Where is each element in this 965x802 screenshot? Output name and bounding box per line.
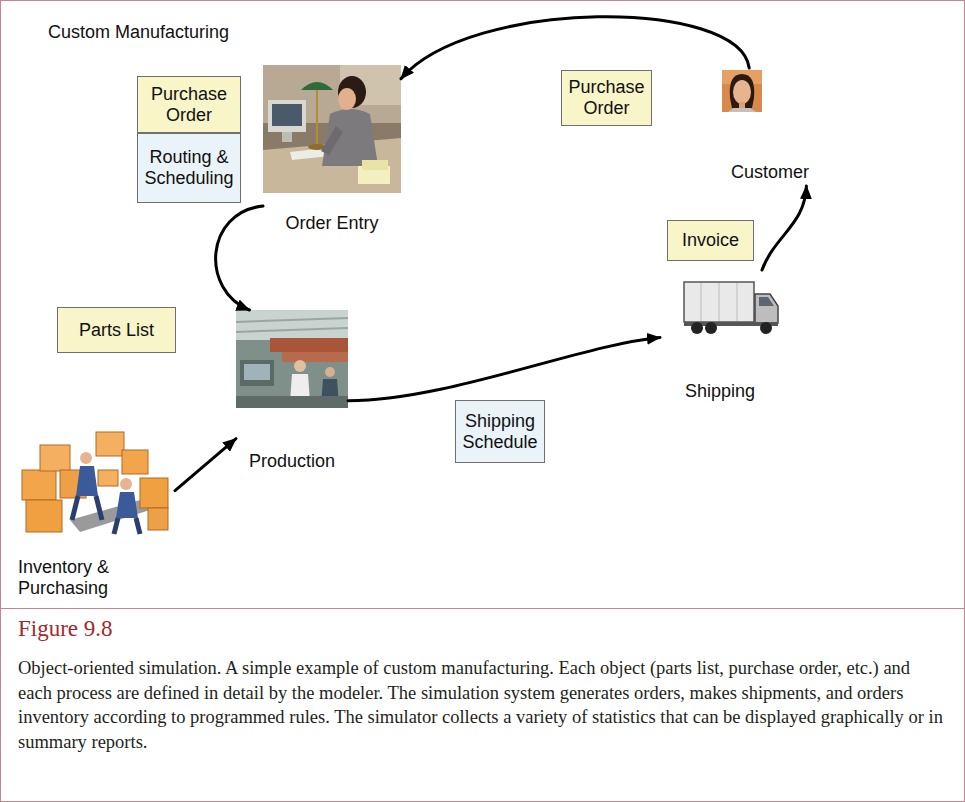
object-box: Routing & Scheduling — [137, 133, 241, 203]
process-picture: Shipping — [660, 270, 780, 405]
process-label: Inventory & Purchasing — [18, 557, 138, 600]
process-label: Customer — [718, 162, 822, 184]
flow-arrow — [216, 206, 263, 310]
inventory-illustration — [22, 432, 168, 534]
process-label: Production — [236, 451, 348, 473]
box-label: Purchase Order — [566, 77, 647, 118]
customer-photo — [722, 70, 762, 112]
box-label: Purchase Order — [142, 84, 236, 125]
truck-icon — [684, 282, 778, 334]
process-picture: Customer — [718, 68, 822, 186]
separator-rule — [0, 608, 965, 609]
figure-number: Figure 9.8 — [18, 616, 113, 642]
process-label: Order Entry — [263, 213, 401, 235]
diagram-title: Custom Manufacturing — [48, 22, 229, 43]
object-box: Purchase Order — [561, 70, 652, 126]
process-picture: Inventory & Purchasing — [18, 428, 175, 602]
flow-arrow — [762, 186, 806, 270]
process-picture: Order Entry — [263, 65, 401, 237]
object-box: Invoice — [667, 220, 754, 261]
box-label: Parts List — [62, 320, 171, 341]
object-box: Parts List — [57, 307, 176, 353]
flow-arrow — [175, 439, 236, 491]
process-picture: Production — [236, 310, 348, 475]
object-box: Shipping Schedule — [455, 400, 545, 463]
figure-caption: Object-oriented simulation. A simple exa… — [18, 656, 948, 754]
production-photo — [236, 310, 348, 408]
order-entry-photo — [263, 65, 401, 193]
box-label: Routing & Scheduling — [142, 147, 236, 188]
box-label: Invoice — [672, 230, 749, 251]
process-label: Shipping — [660, 381, 780, 403]
flow-arrow — [348, 338, 660, 401]
object-box: Purchase Order — [137, 76, 241, 133]
box-label: Shipping Schedule — [460, 411, 540, 452]
